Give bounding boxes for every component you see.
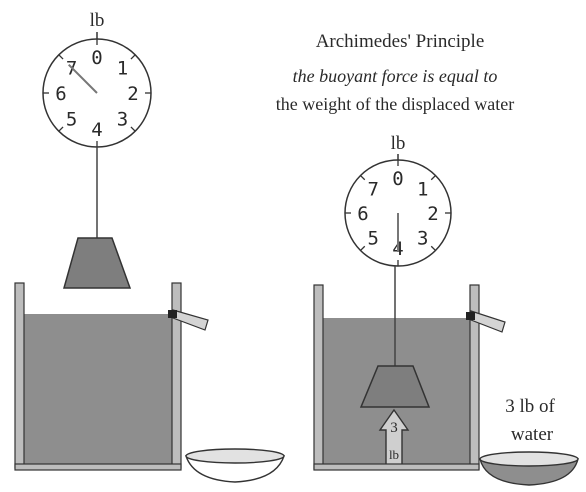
left-dial-tick bbox=[130, 126, 136, 132]
left-spout-joint bbox=[168, 310, 177, 318]
diagram-title: Archimedes' Principle bbox=[316, 31, 485, 52]
right-dial-tick bbox=[430, 175, 436, 181]
right-dial-number: 3 bbox=[417, 228, 428, 250]
right-dial-number: 6 bbox=[357, 203, 368, 225]
buoyancy-value: 3 bbox=[390, 420, 398, 436]
right-dial-number: 2 bbox=[427, 203, 438, 225]
right-scale-unit: lb bbox=[391, 133, 406, 154]
left-dial-number: 2 bbox=[127, 83, 138, 105]
left-scale-unit: lb bbox=[90, 10, 105, 31]
right-spring-scale: lb 01234567 bbox=[344, 133, 452, 267]
right-dial-number: 0 bbox=[392, 168, 403, 190]
left-dial-number: 4 bbox=[91, 119, 102, 141]
left-dial-tick bbox=[58, 54, 64, 60]
left-dial-tick bbox=[130, 54, 136, 60]
left-scale-needle bbox=[68, 64, 98, 94]
left-dial-tick bbox=[58, 126, 64, 132]
buoyancy-unit: lb bbox=[389, 447, 399, 462]
left-dial-number: 5 bbox=[66, 108, 77, 130]
left-tank-bottom bbox=[14, 463, 182, 471]
right-dial-tick bbox=[360, 175, 366, 181]
displaced-water-label-line-2: water bbox=[511, 424, 554, 445]
displaced-water-label-line-1: 3 lb of bbox=[505, 396, 555, 417]
left-spring-scale: lb 01234567 bbox=[42, 10, 152, 238]
left-tank-left-wall bbox=[14, 282, 25, 469]
left-water-tank bbox=[14, 282, 209, 471]
right-dial-number: 1 bbox=[417, 178, 428, 200]
right-dial-number: 7 bbox=[368, 178, 379, 200]
right-dial-tick bbox=[430, 245, 436, 251]
right-weight-block bbox=[359, 365, 431, 408]
right-dial-tick bbox=[360, 245, 366, 251]
left-dial-number: 0 bbox=[91, 47, 102, 69]
subtitle-line-2: the weight of the displaced water bbox=[276, 94, 514, 114]
right-water-tank: 3 lb bbox=[313, 266, 506, 471]
left-dial-number: 3 bbox=[117, 108, 128, 130]
right-spout-joint bbox=[466, 312, 475, 320]
right-catch-bowl bbox=[479, 451, 579, 486]
left-dial-number: 6 bbox=[55, 83, 66, 105]
right-dial-number: 5 bbox=[368, 228, 379, 250]
right-tank-bottom bbox=[313, 463, 480, 471]
left-tank-water bbox=[24, 314, 172, 464]
right-tank-left-wall bbox=[313, 284, 324, 470]
left-catch-bowl bbox=[185, 448, 285, 483]
left-weight-block bbox=[63, 237, 132, 289]
left-dial-number: 1 bbox=[117, 58, 128, 80]
subtitle-line-1: the buoyant force is equal to bbox=[293, 66, 498, 86]
